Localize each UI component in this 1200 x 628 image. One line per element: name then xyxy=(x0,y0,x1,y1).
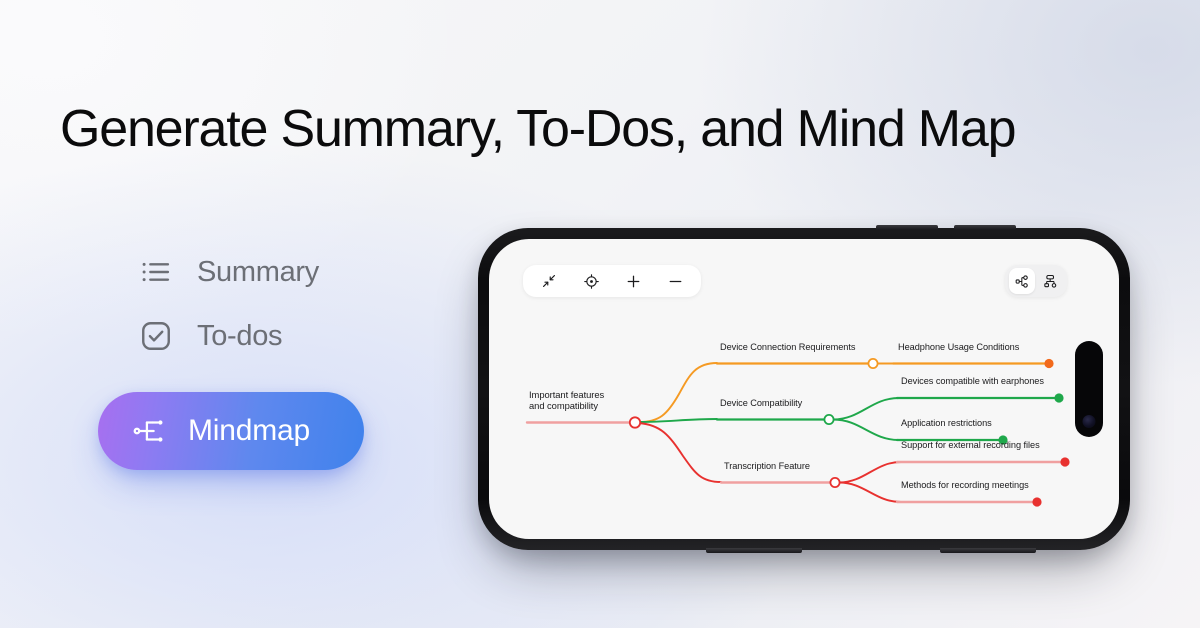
zoom-out-icon[interactable] xyxy=(662,268,688,294)
node-methods-recording xyxy=(1032,497,1042,507)
node-transcription xyxy=(829,476,841,488)
node-device-connection xyxy=(867,358,879,370)
zoom-in-icon[interactable] xyxy=(620,268,646,294)
node-support-external xyxy=(1060,457,1070,467)
option-summary-label: Summary xyxy=(197,255,319,288)
mindmap-icon xyxy=(132,412,170,450)
list-bullets-icon xyxy=(137,253,175,291)
output-type-list: Summary To-dos xyxy=(98,240,430,470)
option-mindmap[interactable]: Mindmap xyxy=(98,392,364,470)
edge-root-to-device-connection xyxy=(638,362,718,423)
mindmap-canvas[interactable] xyxy=(489,239,1119,539)
edge-root-to-device-compatibility xyxy=(638,418,718,423)
mindmap-label-device-compatibility[interactable]: Device Compatibility xyxy=(720,398,803,408)
layout-horizontal-icon[interactable] xyxy=(1009,268,1035,294)
option-todos-label: To-dos xyxy=(197,319,283,352)
page-title: Generate Summary, To-Dos, and Mind Map xyxy=(60,100,1017,158)
phone-mockup: Important features and compatibility Dev… xyxy=(478,225,1130,553)
edge-transcription-to-methods-recording xyxy=(838,481,902,503)
edge-compat-to-devices-compatible xyxy=(832,397,900,421)
mindmap-layout-toolbar xyxy=(1005,265,1067,297)
edge-root-to-transcription xyxy=(638,422,722,483)
dynamic-island xyxy=(1075,341,1103,437)
root-label-line1: Important features xyxy=(529,389,605,400)
volume-down-button[interactable] xyxy=(954,225,1016,230)
action-button[interactable] xyxy=(940,548,1036,553)
mindmap-label-transcription[interactable]: Transcription Feature xyxy=(724,461,810,471)
collapse-all-icon[interactable] xyxy=(536,268,562,294)
mindmap-label-application-restrictions[interactable]: Application restrictions xyxy=(901,418,992,428)
mindmap-label-devices-compatible[interactable]: Devices compatible with earphones xyxy=(901,376,1044,386)
power-button[interactable] xyxy=(706,548,802,553)
node-root xyxy=(628,416,642,429)
volume-up-button[interactable] xyxy=(876,225,938,230)
option-summary[interactable]: Summary xyxy=(100,240,430,304)
node-device-compatibility xyxy=(823,413,835,425)
mindmap-view-toolbar xyxy=(523,265,701,297)
option-todos[interactable]: To-dos xyxy=(100,304,430,368)
node-headphone-usage xyxy=(1044,358,1054,369)
edge-compat-to-application-restrictions xyxy=(832,418,900,441)
recenter-icon[interactable] xyxy=(578,268,604,294)
mindmap-label-device-connection[interactable]: Device Connection Requirements xyxy=(720,342,856,352)
checkbox-checked-icon xyxy=(137,317,175,355)
mindmap-label-methods-recording[interactable]: Methods for recording meetings xyxy=(901,480,1029,490)
option-mindmap-label: Mindmap xyxy=(188,414,310,447)
node-devices-compatible xyxy=(1054,393,1064,403)
mindmap-label-support-external[interactable]: Support for external recording files xyxy=(901,440,1040,450)
edge-transcription-to-support-external xyxy=(838,461,902,484)
phone-screen: Important features and compatibility Dev… xyxy=(489,239,1119,539)
layout-vertical-icon[interactable] xyxy=(1037,268,1063,294)
mindmap-label-headphone-usage[interactable]: Headphone Usage Conditions xyxy=(898,342,1020,352)
root-label-line2: and compatibility xyxy=(529,400,598,411)
node-application-restrictions xyxy=(998,435,1008,445)
mindmap-root-label[interactable]: Important features and compatibility xyxy=(529,389,604,411)
